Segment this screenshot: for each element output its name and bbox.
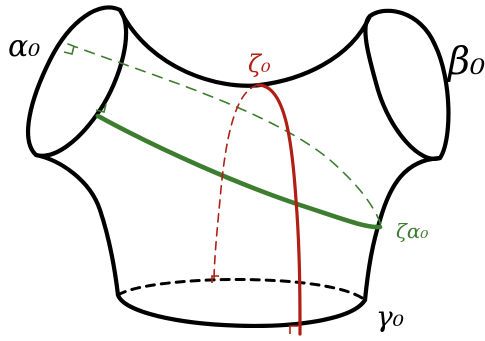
label-gamma: γ₀ bbox=[376, 300, 404, 333]
label-alpha: α₀ bbox=[8, 29, 40, 64]
gamma-boundary-back bbox=[116, 278, 367, 302]
green-right-angle-bottom bbox=[95, 103, 107, 113]
green-geodesic-front bbox=[95, 113, 383, 230]
green-right-angle-top bbox=[63, 45, 75, 55]
label-beta: β₀ bbox=[446, 39, 485, 83]
green-geodesic-back bbox=[67, 43, 383, 229]
gamma-boundary-front bbox=[115, 292, 368, 328]
alpha-boundary-cuff bbox=[25, 5, 129, 158]
red-right-angle-bottom bbox=[289, 325, 298, 334]
red-geodesic-front bbox=[256, 83, 302, 336]
surface-outline bbox=[33, 7, 443, 303]
label-zeta-top: ζ₀ bbox=[248, 50, 271, 78]
red-right-angle-back bbox=[211, 275, 219, 283]
red-geodesic-back bbox=[213, 84, 259, 284]
beta-boundary-cuff bbox=[363, 8, 451, 161]
label-zeta-alpha: ζα₀ bbox=[396, 219, 428, 243]
